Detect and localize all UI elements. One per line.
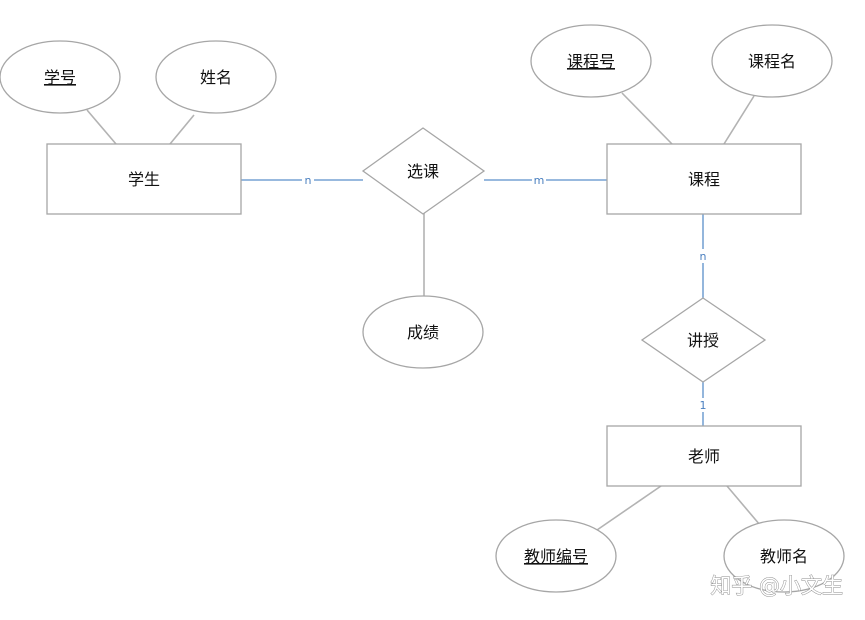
cardinality-student-enroll: n xyxy=(305,174,312,187)
link-student-id xyxy=(86,109,117,145)
attribute-grade xyxy=(362,295,484,369)
link-student-name xyxy=(169,114,195,145)
card-bg-teach-n xyxy=(697,249,709,263)
attribute-teacher-name-label: 教师名 xyxy=(760,547,808,566)
entity-student-label: 学生 xyxy=(128,170,160,189)
cardinality-course-teach: n xyxy=(700,250,707,263)
attribute-course-name xyxy=(711,24,833,98)
entity-course-label: 课程 xyxy=(688,170,720,189)
entity-course xyxy=(606,143,802,215)
entity-teacher xyxy=(606,425,802,487)
relationship-teach xyxy=(640,297,767,383)
attribute-student-id-label: 学号 xyxy=(44,68,76,87)
relationship-enroll-label: 选课 xyxy=(407,162,439,181)
attribute-course-name-label: 课程名 xyxy=(748,52,796,71)
attribute-student-name xyxy=(155,40,277,114)
attribute-course-id-label: 课程号 xyxy=(567,52,615,71)
attribute-teacher-name xyxy=(723,519,845,593)
link-course-id xyxy=(621,92,673,145)
cardinality-enroll-course: m xyxy=(534,174,545,187)
entity-student xyxy=(46,143,242,215)
card-bg-course xyxy=(532,172,546,187)
attribute-teacher-id-label: 教师编号 xyxy=(524,547,588,566)
relationship-enroll xyxy=(361,127,486,215)
link-teacher-id xyxy=(596,485,662,531)
card-bg-teach-1 xyxy=(697,398,709,412)
relationship-teach-label: 讲授 xyxy=(687,331,719,350)
attribute-grade-label: 成绩 xyxy=(407,323,439,342)
link-course-name xyxy=(723,95,755,145)
cardinality-teach-teacher: 1 xyxy=(700,399,707,412)
attribute-student-id xyxy=(0,40,121,114)
card-bg-student xyxy=(302,172,314,187)
watermark-text: 知乎 @小文生 xyxy=(710,574,843,598)
attribute-teacher-id xyxy=(495,519,617,593)
entity-teacher-label: 老师 xyxy=(688,447,720,466)
attribute-course-id xyxy=(530,24,652,98)
attribute-student-name-label: 姓名 xyxy=(200,68,232,87)
link-teacher-name xyxy=(726,485,761,526)
